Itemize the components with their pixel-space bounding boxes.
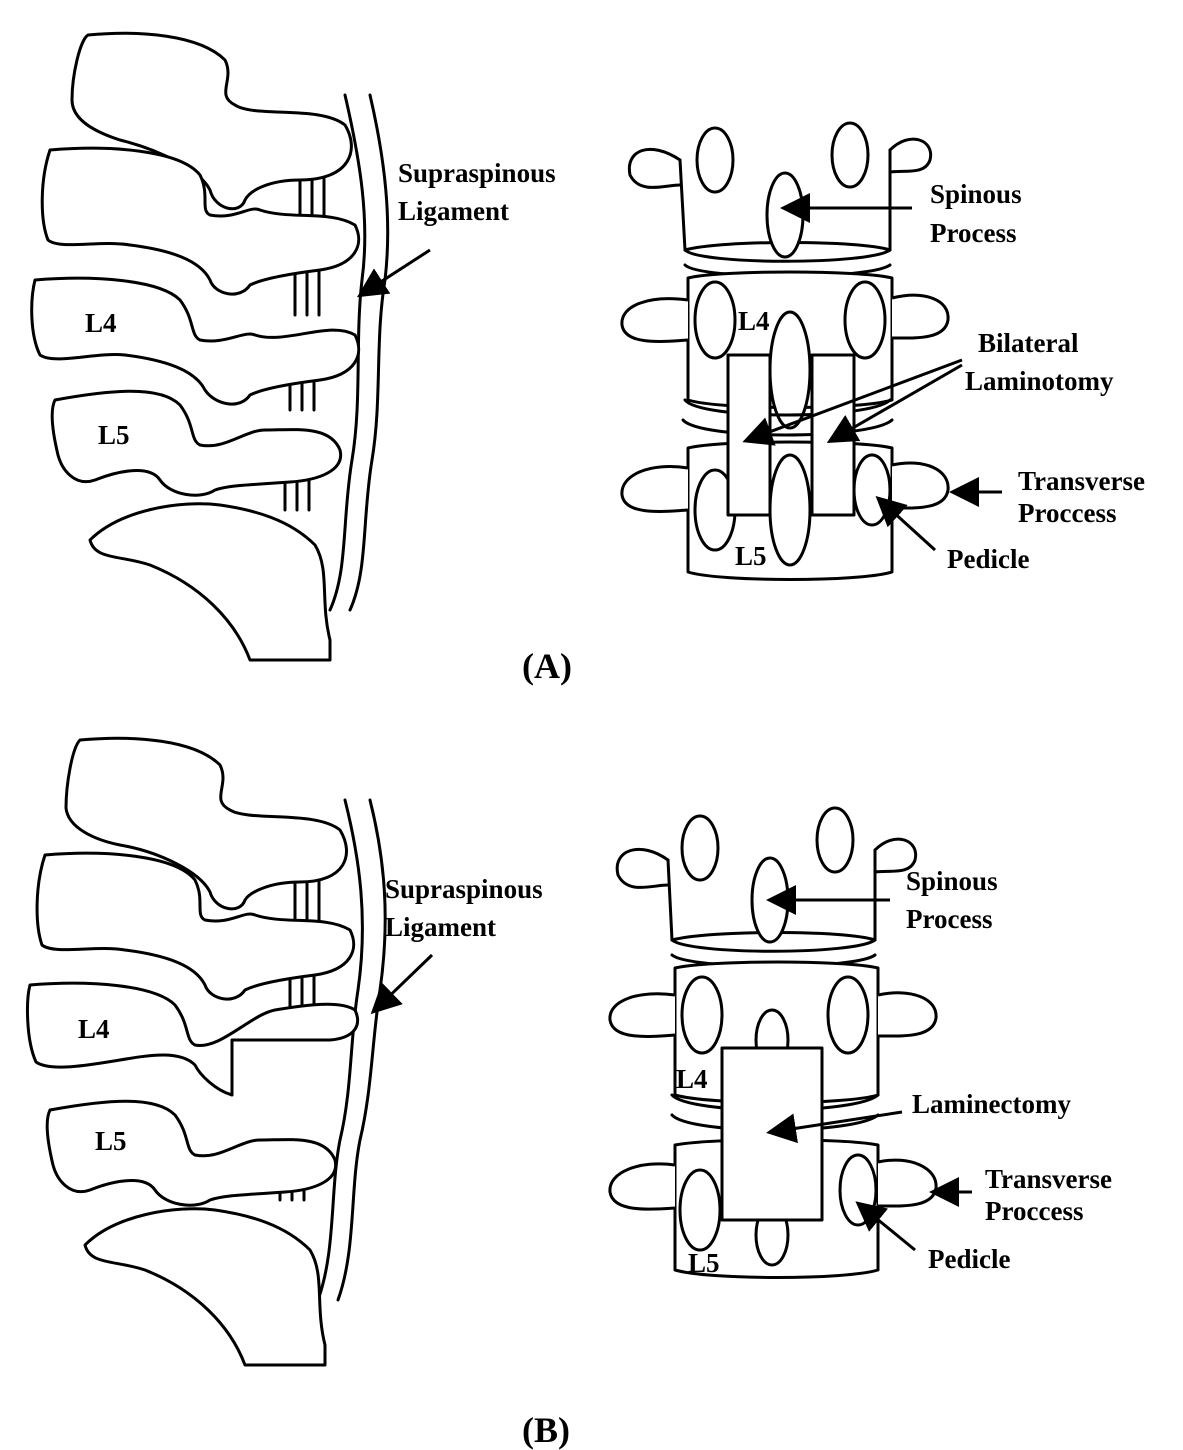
- supraspinous-label-line1-a: Supraspinous: [398, 158, 556, 188]
- posterior-view-b: L4 L5 Spinous Process Laminectomy Transv…: [610, 808, 1112, 1278]
- lateral-l5-label-b: L5: [95, 1126, 127, 1156]
- spinous-label-line1-b: Spinous: [906, 866, 998, 896]
- supraspinous-arrow-a: [362, 250, 430, 294]
- transverse-label-line1-b: Transverse: [985, 1164, 1112, 1194]
- lateral-view-b: L4 L5 Supraspinous Ligament: [28, 738, 543, 1365]
- transverse-label-line2-b: Proccess: [985, 1196, 1083, 1226]
- pedicle-label-b: Pedicle: [928, 1244, 1010, 1274]
- lateral-view-a: L4 L5 Supraspinous Ligament: [32, 33, 556, 660]
- panel-b: L4 L5 Supraspinous Ligament: [28, 738, 1112, 1450]
- transverse-label-line2-a: Proccess: [1018, 498, 1116, 528]
- panel-b-label: (B): [522, 1410, 570, 1450]
- spinous-label-line2-b: Process: [906, 904, 992, 934]
- supraspinous-label-line2-a: Ligament: [398, 196, 509, 226]
- lateral-l4-label-b: L4: [78, 1014, 110, 1044]
- laminotomy-window-right: [812, 355, 854, 515]
- panel-a-label: (A): [522, 646, 572, 686]
- supraspinous-label-line1-b: Supraspinous: [385, 874, 543, 904]
- spinous-label-line1-a: Spinous: [930, 179, 1022, 209]
- posterior-l5-label-b: L5: [688, 1248, 720, 1278]
- posterior-view-a: L4 L5 Spinous Process Bilateral Laminoto…: [622, 123, 1145, 580]
- supraspinous-label-line2-b: Ligament: [385, 912, 496, 942]
- lateral-l4-label-a: L4: [85, 308, 117, 338]
- spinous-label-line2-a: Process: [930, 218, 1016, 248]
- laminotomy-label-line1: Bilateral: [978, 328, 1079, 358]
- posterior-l4-label-a: L4: [738, 306, 770, 336]
- posterior-l5-label-a: L5: [735, 541, 767, 571]
- transverse-label-line1-a: Transverse: [1018, 466, 1145, 496]
- laminotomy-label-line2: Laminotomy: [965, 366, 1114, 396]
- lateral-l5-label-a: L5: [98, 420, 130, 450]
- laminectomy-window: [722, 1048, 822, 1220]
- laminectomy-label: Laminectomy: [912, 1089, 1071, 1119]
- posterior-l4-label-b: L4: [676, 1064, 708, 1094]
- panel-a: L4 L5 Supraspinous Ligament: [32, 33, 1145, 686]
- pedicle-label-a: Pedicle: [947, 544, 1029, 574]
